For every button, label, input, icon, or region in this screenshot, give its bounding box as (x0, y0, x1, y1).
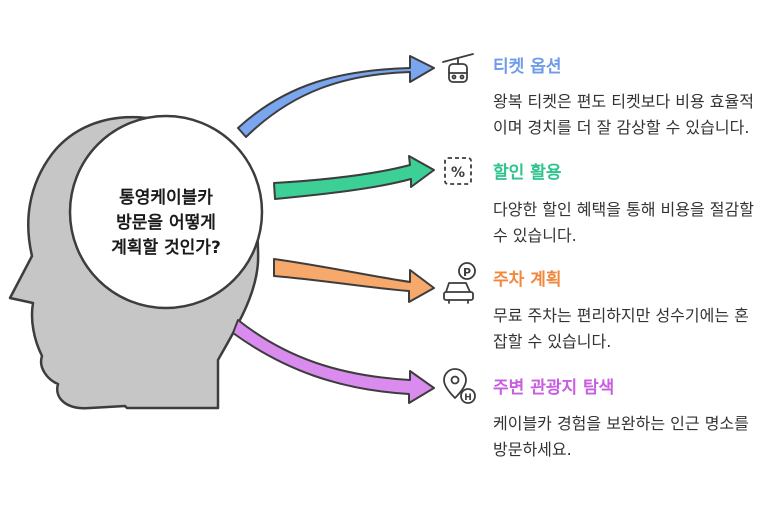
question-line: 통영케이블카 (119, 188, 213, 208)
svg-text:P: P (463, 266, 471, 279)
central-question: 통영케이블카 방문을 어떻게 계획할 것인가? (86, 186, 246, 261)
svg-text:%: % (451, 165, 465, 181)
question-line: 계획할 것인가? (111, 238, 221, 258)
arrow-parking (273, 258, 435, 303)
item-desc-ticket: 왕복 티켓은 편도 티켓보다 비용 효율적이며 경치를 더 잘 감상할 수 있습… (493, 92, 754, 137)
parking-car-icon: P (443, 262, 476, 304)
thought-circle (68, 114, 264, 310)
item-title-ticket: 티켓 옵션 (493, 57, 562, 77)
arrow-attractions (232, 319, 435, 404)
arrow-discount (273, 155, 435, 200)
svg-text:H: H (464, 393, 472, 403)
item-desc-parking: 무료 주차는 편리하지만 성수기에는 혼잡할 수 있습니다. (493, 306, 749, 351)
cable-car-icon (442, 53, 474, 83)
map-pin-hotel-icon: H (443, 368, 476, 404)
item-desc-discount: 다양한 할인 혜택을 통해 비용을 절감할 수 있습니다. (493, 200, 754, 245)
question-line: 방문을 어떻게 (116, 213, 216, 233)
arrow-ticket (237, 55, 435, 138)
item-desc-attractions: 케이블카 경험을 보완하는 인근 명소를 방문하세요. (493, 414, 749, 459)
discount-percent-icon: % (444, 157, 472, 185)
item-title-parking: 주차 계획 (493, 270, 562, 290)
item-title-attractions: 주변 관광지 탐색 (493, 378, 615, 398)
item-title-discount: 할인 활용 (493, 163, 562, 183)
